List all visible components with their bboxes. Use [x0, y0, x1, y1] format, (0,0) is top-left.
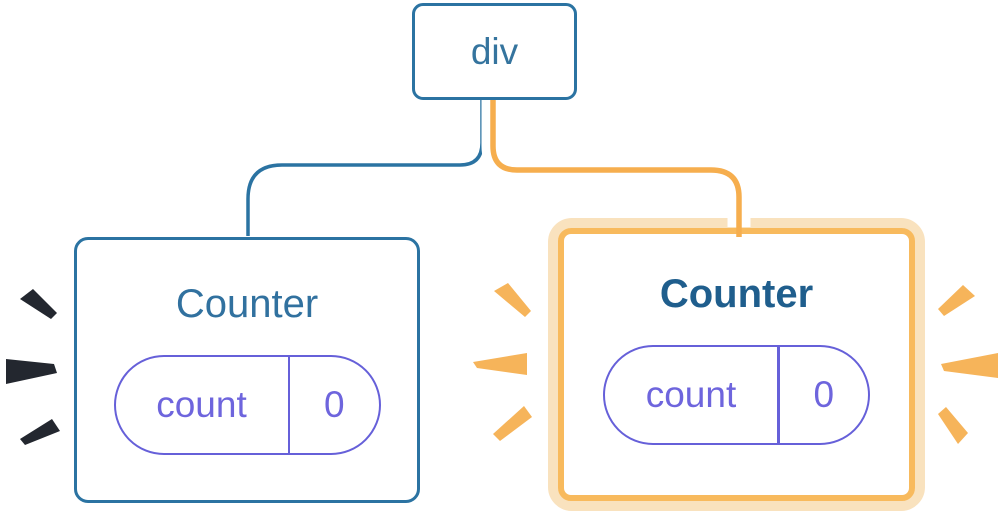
- burst-orange-icon: [938, 407, 968, 444]
- burst-dark-icon: [20, 289, 57, 319]
- tree-node-div: div: [412, 3, 577, 100]
- burst-orange-icon: [941, 353, 998, 378]
- state-value-label: 0: [813, 374, 835, 415]
- state-key-label: count: [156, 384, 247, 425]
- burst-orange-icon: [938, 285, 975, 316]
- burst-dark-icon: [6, 359, 57, 384]
- edge-left-counter: [246, 99, 484, 236]
- counter-title: Counter: [175, 282, 319, 326]
- state-pill-divider: [777, 347, 780, 443]
- burst-orange-icon: [494, 283, 531, 317]
- counter-card-right: Counter count 0: [558, 228, 915, 501]
- state-pill: count 0: [113, 355, 381, 455]
- edge-right-counter-casing: [481, 99, 751, 227]
- burst-orange-icon: [473, 353, 527, 375]
- counter-title: Counter: [659, 272, 814, 316]
- state-value-label: 0: [323, 384, 345, 425]
- counter-card-right-highlight-ring: Counter count 0: [548, 218, 925, 511]
- burst-orange-icon: [493, 406, 532, 441]
- burst-dark-icon: [20, 419, 60, 445]
- edge-right-counter: [490, 99, 742, 237]
- tree-node-div-label: div: [470, 30, 519, 72]
- state-pill: count 0: [603, 345, 870, 445]
- state-key-label: count: [645, 374, 737, 415]
- counter-card-left: Counter count 0: [74, 237, 420, 503]
- state-pill-divider: [287, 357, 290, 453]
